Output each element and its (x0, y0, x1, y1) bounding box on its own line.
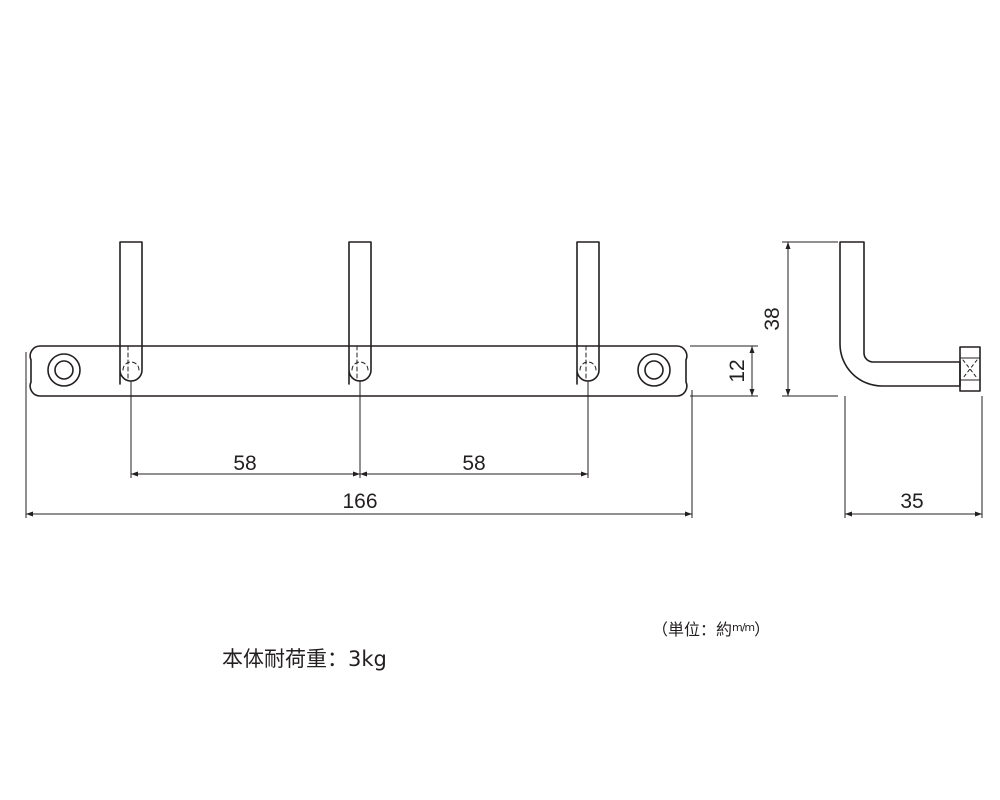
unit-note-close: ） (754, 620, 771, 639)
load-capacity-label: 本体耐荷重：3kg (222, 647, 387, 671)
dim-hook-pitch-right: 58 (462, 452, 485, 475)
dimension-arrows (26, 242, 982, 517)
screw-hole-left (47, 353, 81, 387)
hook-right (576, 241, 600, 385)
side-base-plate (959, 346, 981, 392)
mounting-bar (29, 345, 688, 397)
hook-left (119, 241, 143, 385)
dim-hook-height: 38 (761, 307, 784, 330)
dim-bar-height: 12 (726, 359, 749, 382)
dim-overall-length: 166 (342, 490, 377, 513)
dimension-lines (25, 241, 983, 518)
hook-side-profile (839, 241, 961, 387)
unit-note-open: （単位：約 (652, 620, 733, 639)
unit-note-fraction: m/m (732, 621, 755, 634)
dim-hook-depth: 35 (900, 490, 923, 513)
screw-hole-right (637, 353, 671, 387)
dim-hook-pitch-left: 58 (233, 452, 256, 475)
hook-center (348, 241, 372, 385)
hidden-lines (122, 345, 597, 381)
unit-note: （単位：約m/m） (652, 616, 770, 640)
